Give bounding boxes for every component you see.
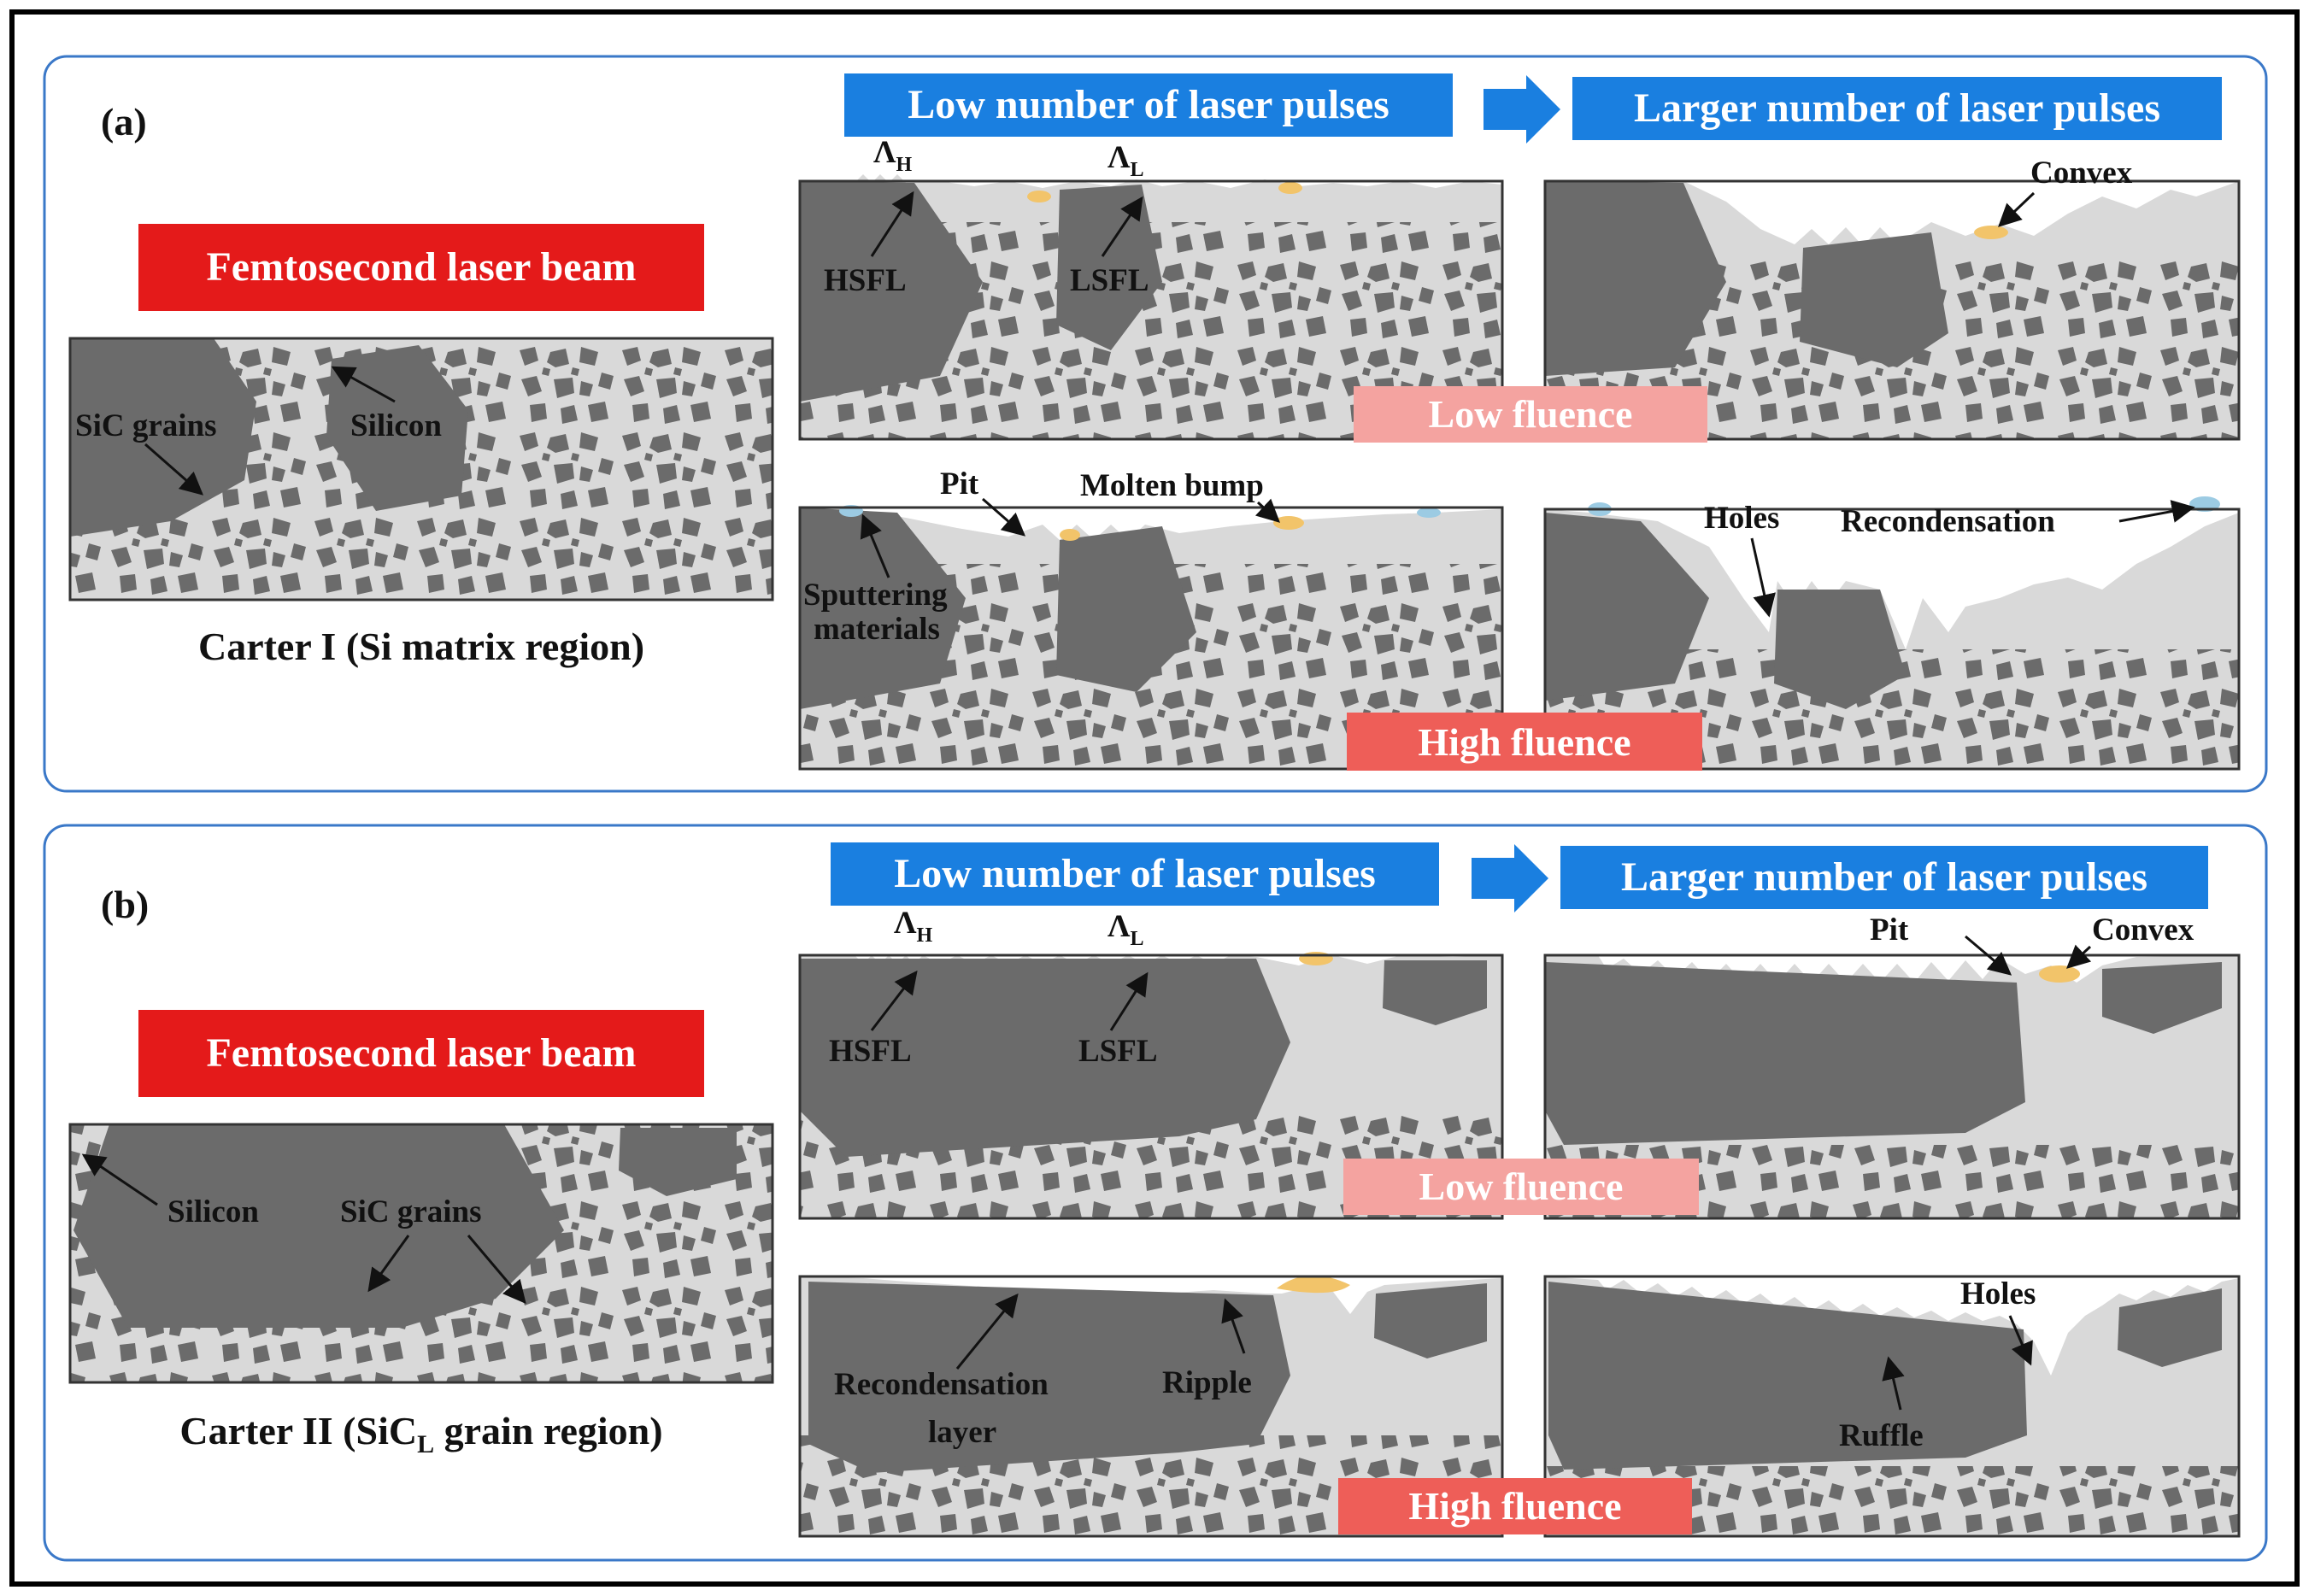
caption-b: Carter II (SiCL grain region)	[179, 1409, 662, 1458]
low-fluence-banner-a	[1354, 386, 1707, 443]
arrow-silicon-a	[331, 366, 396, 403]
pulses-high-a: Larger number of laser pulses	[1634, 85, 2160, 131]
schematic-a-high-low: Convex	[1543, 155, 2241, 441]
schematic-b: Silicon SiC grains	[68, 1123, 774, 1384]
arrow-right-icon	[1484, 75, 1560, 144]
pulses-high-banner-a	[1572, 77, 2222, 140]
caption-a: Carter I (Si matrix region)	[198, 625, 644, 668]
label-holes-a: Holes	[1704, 501, 1779, 536]
label-convex-b: Convex	[2092, 912, 2194, 948]
label-lsfl-b: LSFL	[1078, 1034, 1158, 1069]
beam-banner-b	[138, 1010, 704, 1097]
lambda-l-b: ΛL	[1107, 909, 1144, 950]
low-fluence-a: Low fluence	[1429, 392, 1633, 436]
label-recondensation-a: Recondensation	[1841, 504, 2055, 539]
high-fluence-banner-b	[1338, 1478, 1692, 1534]
low-fluence-b: Low fluence	[1419, 1165, 1624, 1208]
schematic-b-low-low: ΛH ΛL HSFL LSFL	[798, 906, 1504, 1220]
schematic-b-high-high: Holes Ruffle	[1543, 1275, 2241, 1538]
high-fluence-banner-a	[1347, 713, 1702, 771]
label-silicon-a: Silicon	[350, 408, 442, 443]
panel-b: (b) Femtosecond laser beam Silicon SiC g…	[43, 824, 2268, 1562]
beam-label-a: Femtosecond laser beam	[206, 244, 636, 290]
panel-a-letter: (a)	[101, 100, 147, 144]
high-fluence-a: High fluence	[1418, 720, 1630, 764]
beam-banner-a	[138, 224, 704, 311]
pulses-high-b: Larger number of laser pulses	[1621, 854, 2147, 900]
schematic-a-low-low: ΛH ΛL HSFL LSFL	[798, 135, 1504, 441]
panel-a: (a) Femtosecond laser beam SiC grains Si…	[43, 55, 2268, 793]
schematic-a-high-high: Holes Recondensation	[1543, 496, 2241, 771]
panel-b-outline	[43, 824, 2268, 1562]
pulses-low-banner-a	[844, 73, 1453, 137]
pulses-high-banner-b	[1560, 846, 2208, 909]
high-fluence-b: High fluence	[1408, 1484, 1621, 1528]
label-ruffle-b: Ruffle	[1839, 1418, 1924, 1453]
label-lsfl-a: LSFL	[1070, 263, 1149, 298]
lambda-h-b: ΛH	[894, 906, 933, 947]
pulses-low-banner-b	[831, 842, 1439, 906]
pulses-low-b: Low number of laser pulses	[894, 851, 1376, 896]
label-sic-grains-b: SiC grains	[340, 1194, 482, 1229]
beam-label-b: Femtosecond laser beam	[206, 1030, 636, 1076]
arrow-sic-a	[144, 443, 204, 496]
schematic-a: SiC grains Silicon	[68, 337, 774, 601]
lambda-h-a: ΛH	[873, 135, 913, 176]
label-silicon-b: Silicon	[167, 1194, 259, 1229]
pulses-low-a: Low number of laser pulses	[908, 82, 1390, 127]
panel-a-outline	[43, 55, 2268, 793]
low-fluence-banner-b	[1343, 1159, 1699, 1215]
arrow-right-icon	[1472, 844, 1548, 912]
label-convex-a: Convex	[2030, 155, 2133, 191]
label-hsfl-b: HSFL	[829, 1034, 912, 1069]
label-hsfl-a: HSFL	[824, 263, 907, 298]
label-pit-b: Pit	[1870, 912, 1909, 948]
label-sic-grains-a: SiC grains	[75, 408, 217, 443]
panel-b-letter: (b)	[101, 883, 149, 926]
schematic-b-high-low: Pit Convex	[1543, 912, 2241, 1220]
lambda-l-a: ΛL	[1107, 140, 1144, 181]
label-holes-b: Holes	[1960, 1276, 2036, 1311]
label-molten-bump-a: Molten bump	[1080, 468, 1264, 503]
label-pit-a: Pit	[940, 466, 979, 502]
label-ripple-b: Ripple	[1162, 1365, 1252, 1400]
